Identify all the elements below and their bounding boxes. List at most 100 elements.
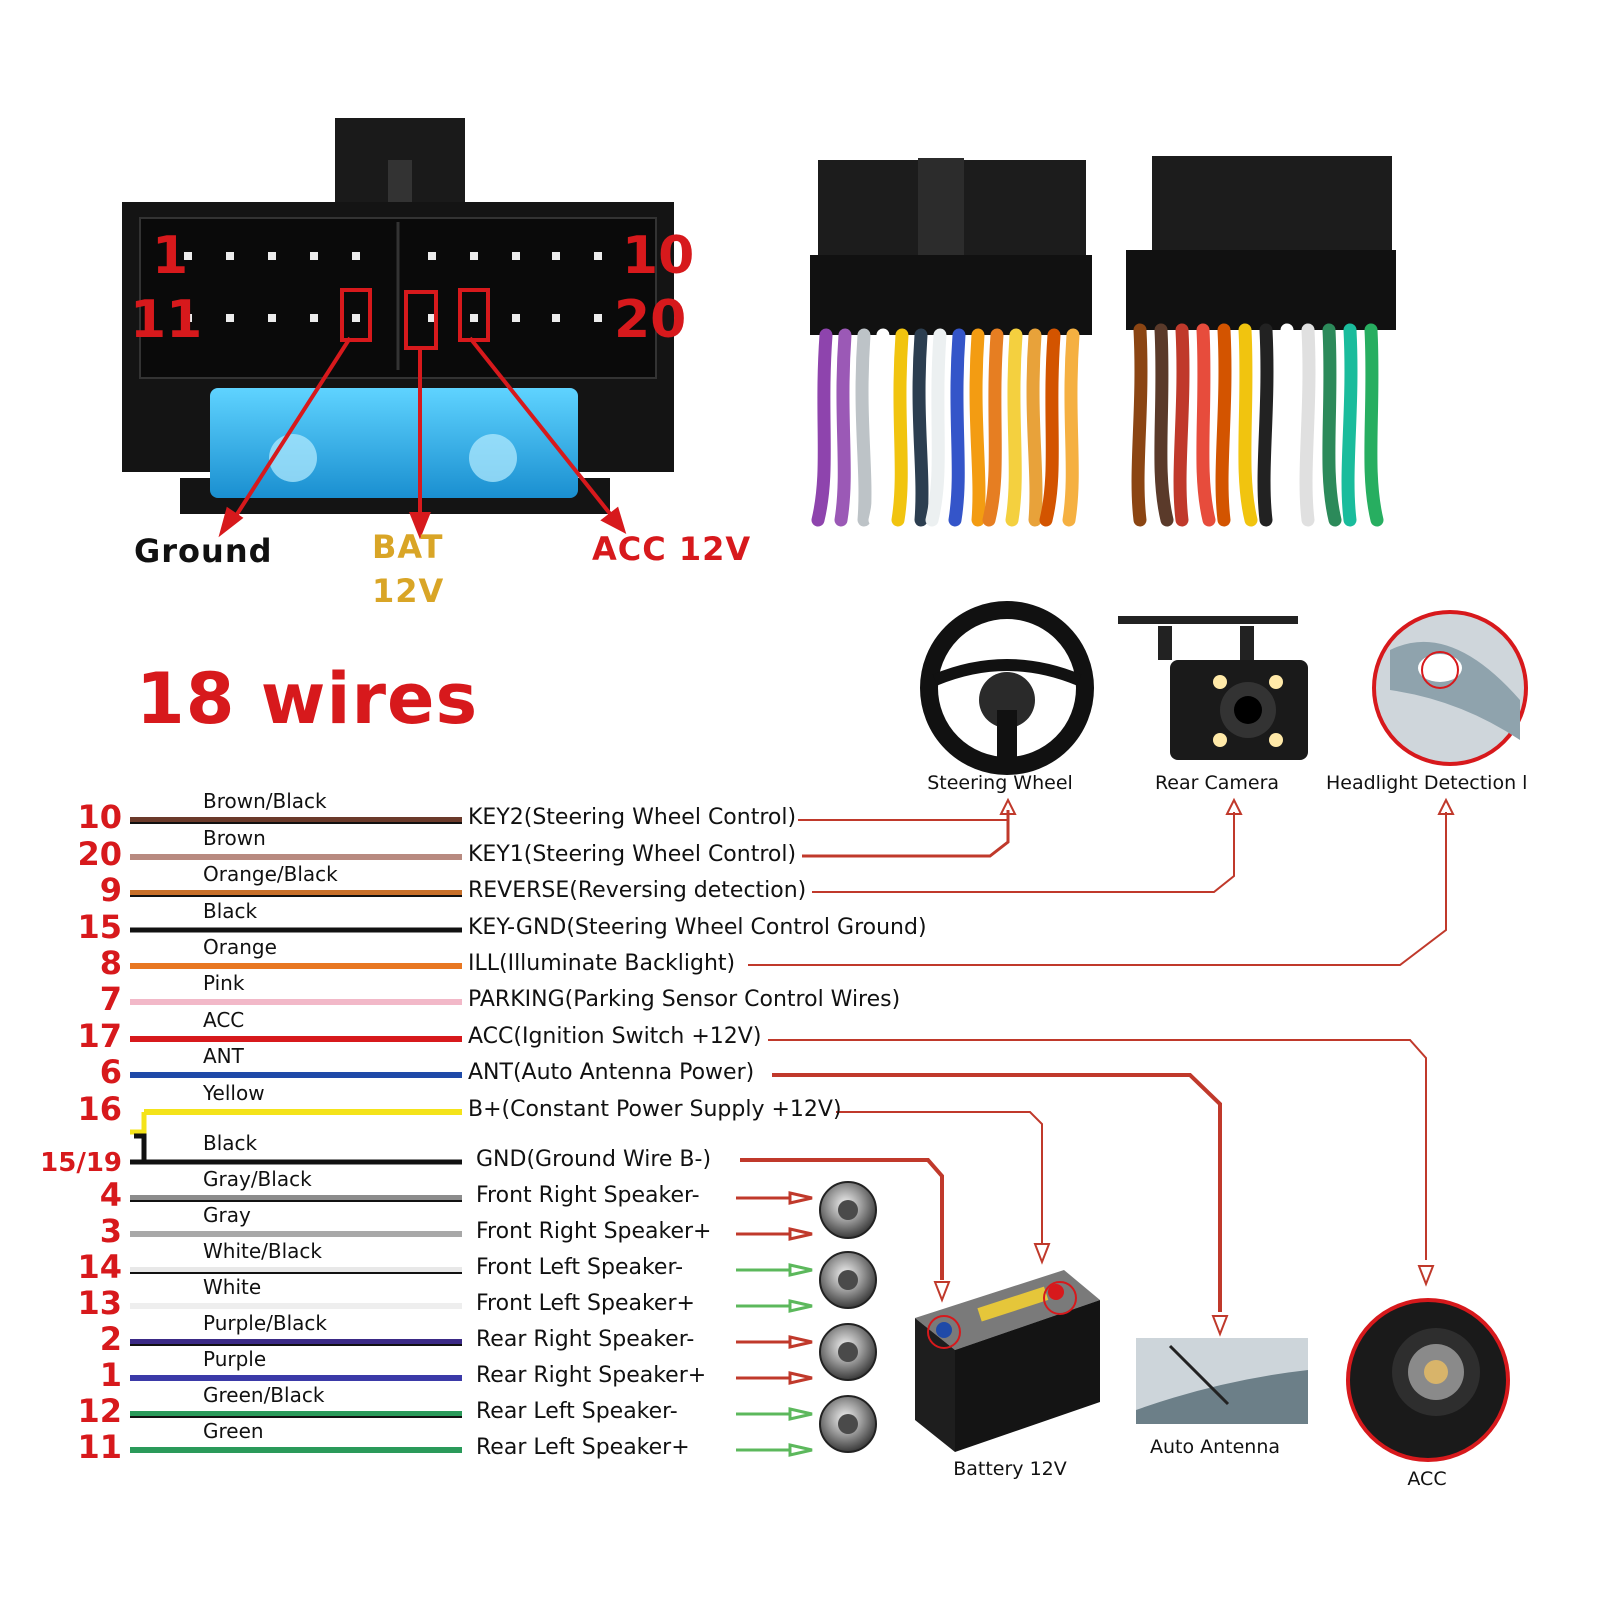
speaker-cone-icon <box>838 1342 858 1362</box>
acc-callout-arrow <box>468 336 617 522</box>
harness-wire <box>1238 323 1258 527</box>
harness-wire <box>1026 328 1043 527</box>
wire-function-label: REVERSE(Reversing detection) <box>468 878 807 903</box>
wire-layer <box>130 817 462 1453</box>
pin-label-11: 11 <box>130 290 203 350</box>
steering-wheel-label: Steering Wheel <box>927 772 1073 794</box>
wire-color-name: Purple/Black <box>203 1311 328 1335</box>
harness-wire <box>1005 328 1023 527</box>
speaker-cone-icon <box>838 1270 858 1290</box>
connector-face <box>122 118 674 514</box>
connector-pin <box>226 252 234 260</box>
wire-function-label: KEY-GND(Steering Wheel Control Ground) <box>468 915 927 940</box>
route-gnd <box>740 1158 944 1280</box>
headlight-icon <box>1372 610 1528 766</box>
auto-antenna-label: Auto Antenna <box>1149 1436 1281 1458</box>
wire-pin-number: 15 <box>77 908 122 946</box>
harness-wire <box>1364 323 1384 527</box>
harness-wire <box>1322 323 1342 527</box>
speaker-arrow <box>736 1227 813 1241</box>
route-ant <box>772 1073 1222 1312</box>
harness-wire <box>1299 323 1316 527</box>
wire-color-name: Purple <box>203 1347 267 1371</box>
harness-wire <box>912 328 929 527</box>
harness-wire <box>855 328 872 527</box>
harness-wire <box>1154 323 1174 527</box>
wire-color-name: ANT <box>203 1044 244 1068</box>
harness-wire <box>1215 323 1232 527</box>
connector-pin <box>552 314 560 322</box>
wire-color-name: White/Black <box>203 1239 323 1263</box>
battery-icon <box>915 1270 1100 1452</box>
wire-pin-number: 9 <box>99 871 122 909</box>
connector-pin <box>352 252 360 260</box>
harness-wire <box>925 328 947 527</box>
route-ill <box>748 812 1447 966</box>
wire-color-name: Green <box>203 1419 264 1443</box>
pin-grid <box>184 252 602 322</box>
wire-pin-number: 10 <box>77 798 122 836</box>
harness-wire <box>834 328 852 527</box>
wire-function-label: Rear Right Speaker- <box>476 1327 695 1352</box>
harness-wire <box>1280 323 1300 527</box>
battery-gnd-arrow <box>933 1281 951 1303</box>
route-bplus <box>836 1111 1043 1248</box>
wire-function-label: PARKING(Parking Sensor Control Wires) <box>468 987 901 1012</box>
route-acc <box>768 1039 1427 1260</box>
wire-pin-number: 14 <box>77 1248 122 1286</box>
speaker-arrow <box>736 1407 813 1421</box>
connector-pin <box>268 314 276 322</box>
rear-camera-icon <box>1118 616 1308 760</box>
wire-function-label: Front Right Speaker+ <box>476 1219 712 1244</box>
steering-arrow <box>999 797 1017 815</box>
rear-camera-label: Rear Camera <box>1154 772 1280 794</box>
acc-device-label: ACC <box>1407 1468 1447 1490</box>
speaker-arrow <box>736 1371 813 1385</box>
pin-label-1: 1 <box>152 226 189 286</box>
wire-function-label: B+(Constant Power Supply +12V) <box>468 1097 842 1122</box>
connector-pin <box>428 252 436 260</box>
wire-count-title: 18 wires <box>136 658 479 740</box>
camera-arrow <box>1225 797 1243 815</box>
headlight-arrow <box>1437 797 1455 815</box>
connector-pin <box>512 314 520 322</box>
acc-label: ACC 12V <box>592 530 752 568</box>
wire-color-name: Gray/Black <box>203 1167 312 1191</box>
speaker-arrow <box>736 1299 813 1313</box>
speaker-arrow <box>736 1443 813 1457</box>
speaker-arrow <box>736 1263 813 1277</box>
route-key1 <box>802 810 1010 858</box>
wire-color-name: Brown/Black <box>203 789 327 813</box>
route-layer <box>736 797 1455 1457</box>
wire-color-name: Pink <box>203 971 245 995</box>
wire-pin-number: 20 <box>77 835 122 873</box>
wire-pin-number: 12 <box>77 1392 122 1430</box>
wire-function-label: Rear Left Speaker+ <box>476 1435 690 1460</box>
wire-pin-number: 8 <box>99 944 122 982</box>
wire-function-label: Rear Left Speaker- <box>476 1399 678 1424</box>
connector-pin <box>352 314 360 322</box>
route-reverse <box>812 812 1235 893</box>
harness-wire <box>1039 328 1061 527</box>
wire-color-name: Black <box>203 899 258 923</box>
connector-pin <box>184 252 192 260</box>
battery-plus-arrow <box>1033 1243 1051 1265</box>
wire-color-name: Brown <box>203 826 266 850</box>
wire-pin-number: 15/19 <box>40 1148 122 1178</box>
wire-function-label: ILL(Illuminate Backlight) <box>468 951 736 976</box>
pin-label-10: 10 <box>622 226 695 286</box>
wire-function-label: ANT(Auto Antenna Power) <box>468 1060 755 1085</box>
wire-pin-number: 3 <box>99 1212 122 1250</box>
speaker-arrow <box>736 1191 813 1205</box>
connector-pin <box>310 252 318 260</box>
wire-pin-number: 1 <box>99 1356 122 1394</box>
wire-function-label: KEY2(Steering Wheel Control) <box>468 805 797 830</box>
auto-antenna-icon <box>1136 1338 1308 1424</box>
bat-label: BAT <box>372 528 444 566</box>
speaker-cone-icon <box>838 1414 858 1434</box>
harness-wire <box>982 328 1004 527</box>
wire-link-yellow <box>130 1112 147 1135</box>
connector-pin <box>184 314 192 322</box>
connector-pin <box>470 252 478 260</box>
connector-pin <box>428 314 436 322</box>
